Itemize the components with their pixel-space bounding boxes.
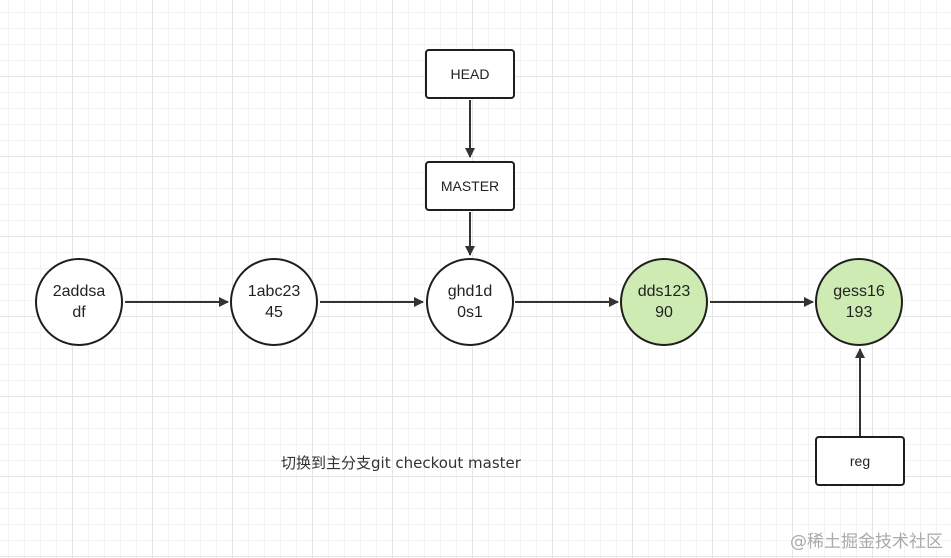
commit-node-c5: gess16 193 xyxy=(815,258,903,346)
commit-hash-line1: ghd1d xyxy=(447,283,493,300)
diagram-caption: 切换到主分支git checkout master xyxy=(281,454,521,472)
watermark: @稀土掘金技术社区 xyxy=(790,532,943,552)
commit-node-c3: ghd1d 0s1 xyxy=(426,258,514,346)
commit-node-c4: dds123 90 xyxy=(620,258,708,346)
master-branch-box: MASTER xyxy=(425,161,515,211)
commit-hash-line1: 2addsa xyxy=(52,283,106,300)
reg-branch-box: reg xyxy=(815,436,905,486)
commit-hash-line1: dds123 xyxy=(637,283,691,300)
head-ref-label: HEAD xyxy=(450,66,490,82)
commit-hash-line1: 1abc23 xyxy=(247,283,301,300)
commit-hash-line1: gess16 xyxy=(833,283,885,300)
commit-hash-line2: df xyxy=(72,304,86,321)
commit-hash-line2: 45 xyxy=(265,304,283,321)
commit-node-c2: 1abc23 45 xyxy=(230,258,318,346)
reg-branch-label: reg xyxy=(849,453,871,469)
commit-hash-line2: 90 xyxy=(655,304,673,321)
commit-node-c1: 2addsa df xyxy=(35,258,123,346)
commit-hash-line2: 193 xyxy=(845,304,873,321)
commit-hash-line2: 0s1 xyxy=(457,304,483,321)
master-branch-label: MASTER xyxy=(440,178,500,194)
head-ref-box: HEAD xyxy=(425,49,515,99)
